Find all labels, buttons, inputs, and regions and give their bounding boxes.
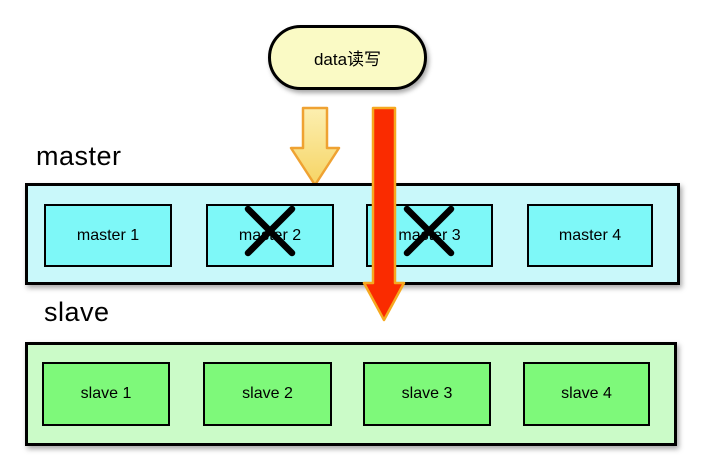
master-2-label: master 2 [238,226,302,244]
slave-group-label: slave [44,297,110,327]
data-read-write-label: data读写 [313,50,382,69]
master-4-node: master 4 [527,204,653,267]
slave-1-label: slave 1 [80,385,132,402]
master-group-label: master [36,141,122,171]
master-1-node: master 1 [44,204,172,267]
slave-2-node: slave 2 [203,362,332,426]
master-2-node: master 2 [206,204,334,267]
slave-4-label: slave 4 [561,385,612,402]
slave-1-node: slave 1 [42,362,170,426]
slave-2-label: slave 2 [242,385,293,402]
master-3-label: master 3 [398,226,461,244]
slave-3-label: slave 3 [401,385,453,402]
short-down-arrow-icon [289,106,341,187]
slave-3-node: slave 3 [363,362,491,426]
master-4-label: master 4 [558,226,622,244]
master-3-node: master 3 [366,204,493,267]
master-1-label: master 1 [76,226,140,244]
slave-4-node: slave 4 [523,362,650,426]
data-read-write-node: data读写 [268,25,427,90]
